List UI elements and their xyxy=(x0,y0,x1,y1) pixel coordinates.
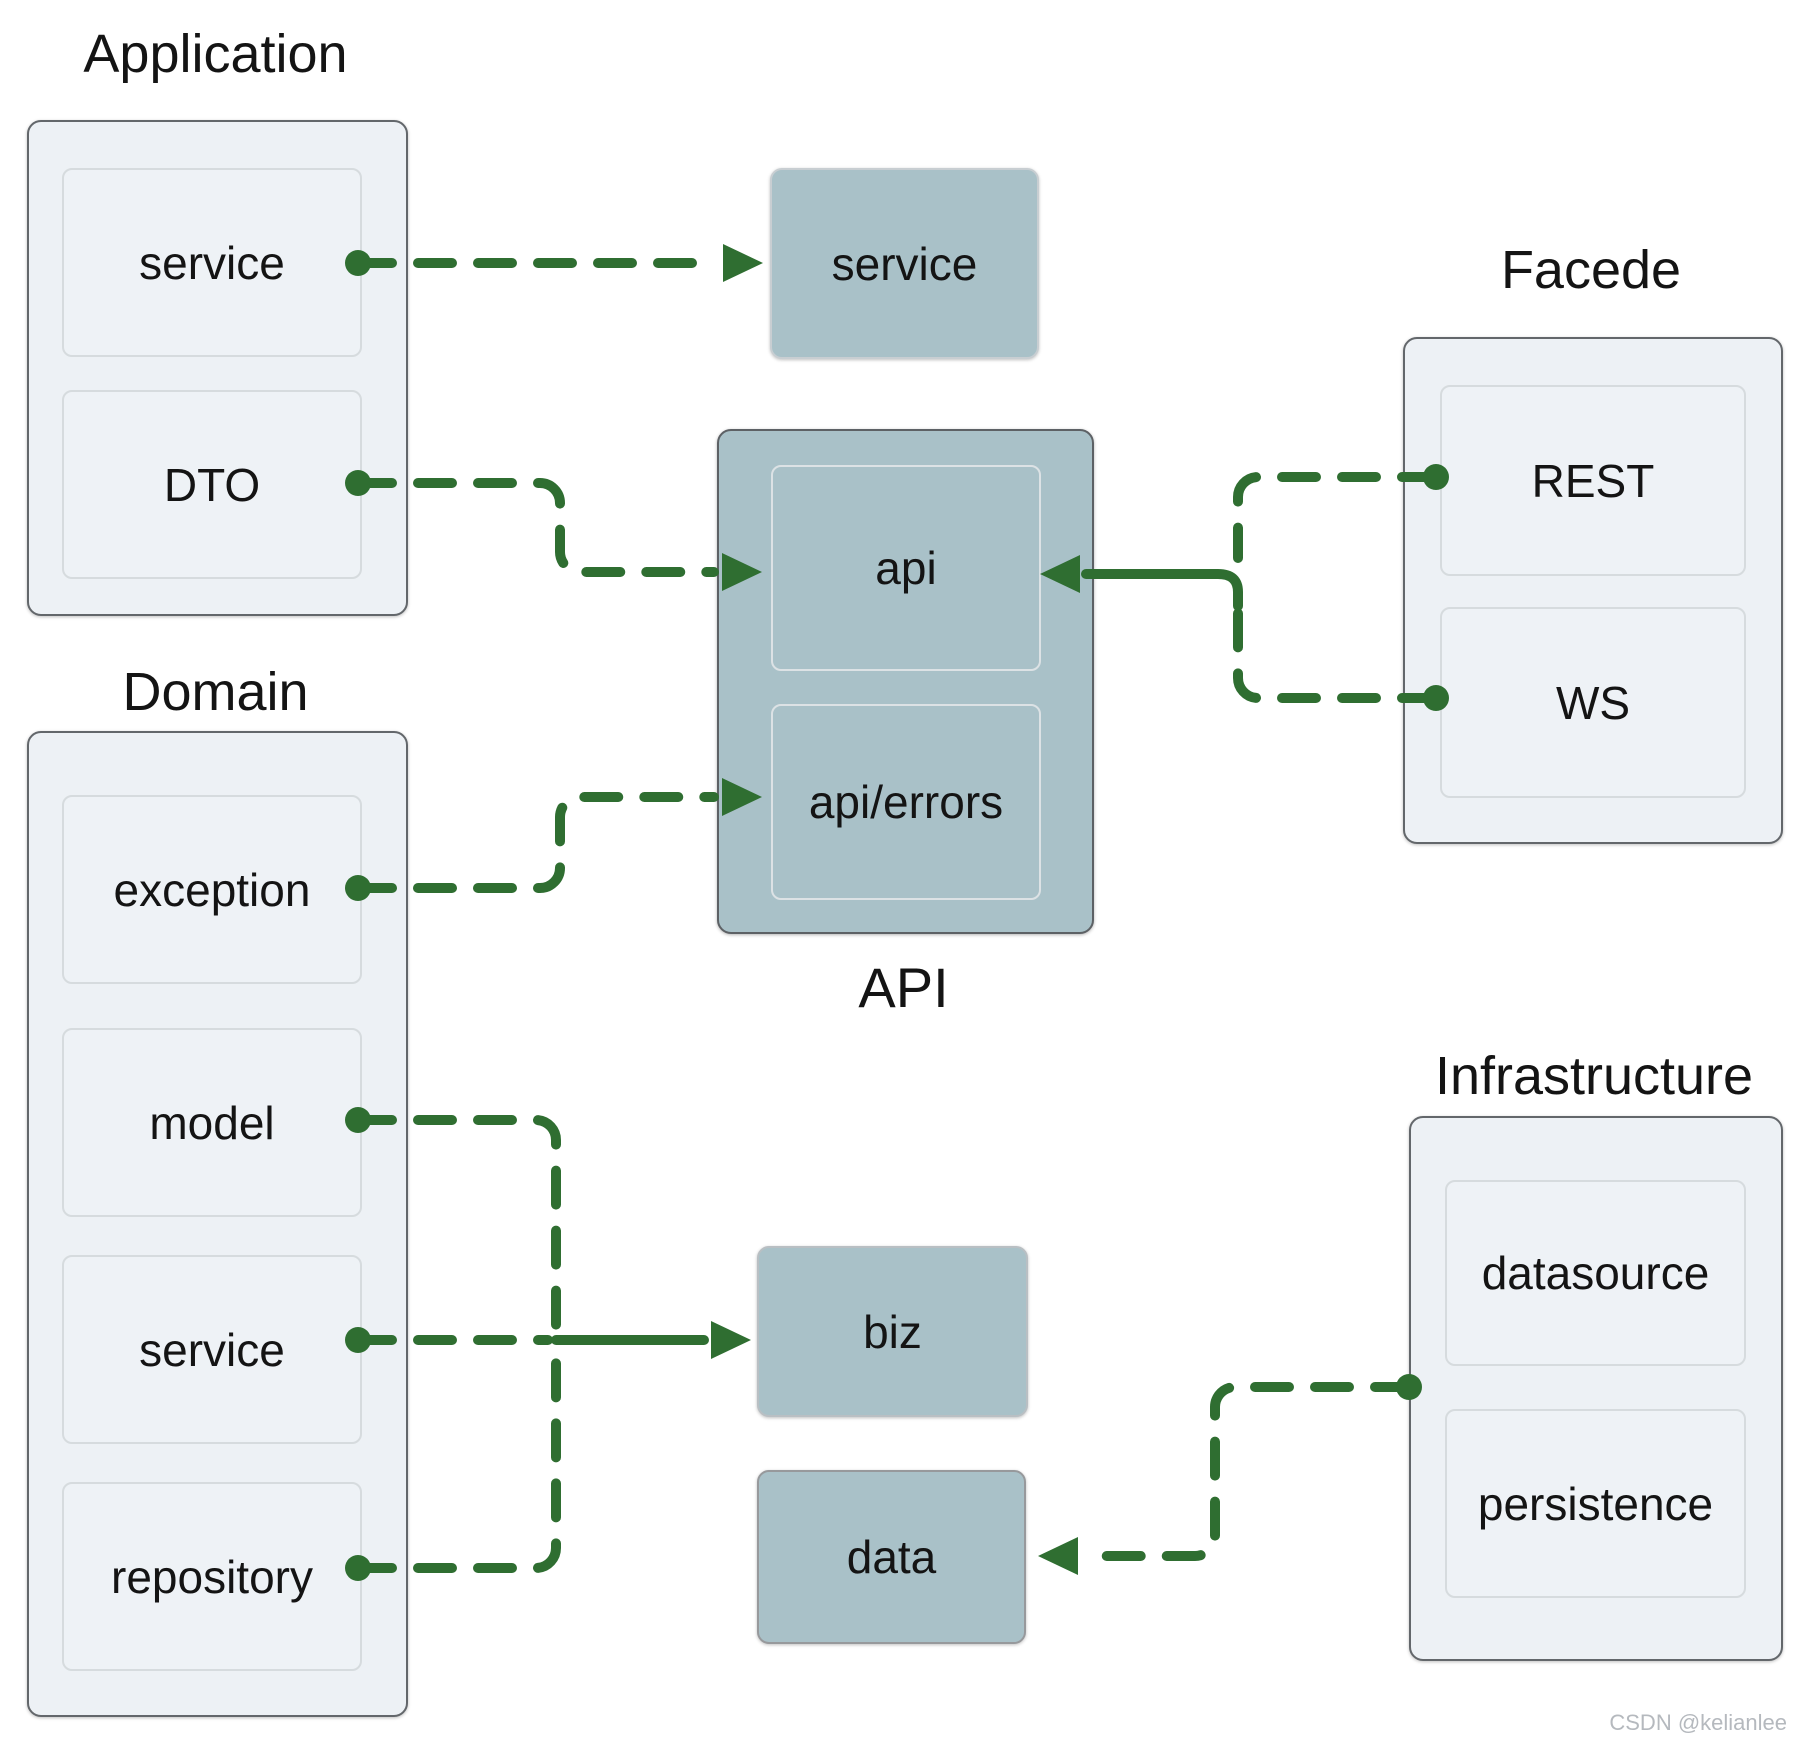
box-application-service: service xyxy=(62,168,362,357)
edge-exception-to-api-errors xyxy=(353,792,719,893)
group-label-api: API xyxy=(858,956,949,1019)
edge-dto-to-api xyxy=(353,478,719,577)
watermark: CSDN @kelianlee xyxy=(1609,1710,1787,1735)
box-api-api: api xyxy=(771,465,1041,671)
box-infrastructure-datasource-label: datasource xyxy=(1481,1247,1710,1299)
box-domain-model: model xyxy=(62,1028,362,1217)
node-data-label: data xyxy=(846,1531,937,1583)
edge-api-junction-to-api xyxy=(1081,569,1243,611)
box-application-dto-label: DTO xyxy=(163,458,261,511)
node-biz-label: biz xyxy=(863,1305,922,1358)
node-data: data xyxy=(757,1470,1026,1644)
box-facade-rest: REST xyxy=(1440,385,1746,576)
box-infrastructure-datasource: datasource xyxy=(1445,1180,1746,1366)
box-domain-exception: exception xyxy=(62,795,362,984)
node-biz: biz xyxy=(757,1246,1028,1417)
box-application-dto: DTO xyxy=(62,390,362,579)
box-facade-ws-label: WS xyxy=(1555,676,1631,729)
box-facade-rest-label: REST xyxy=(1531,454,1655,507)
node-service-mid: service xyxy=(770,168,1039,359)
group-label-domain: Domain xyxy=(122,662,309,722)
edge-infrastructure-to-data xyxy=(1079,1382,1414,1561)
group-label-application: Application xyxy=(83,24,348,84)
box-infrastructure-persistence: persistence xyxy=(1445,1409,1746,1598)
box-api-errors: api/errors xyxy=(771,704,1041,900)
arrowhead-app-service-to-service xyxy=(723,244,763,282)
box-domain-repository: repository xyxy=(62,1482,362,1671)
box-domain-service: service xyxy=(62,1255,362,1444)
box-facade-ws: WS xyxy=(1440,607,1746,798)
box-domain-exception-label: exception xyxy=(113,863,311,916)
arrowhead-junction-to-biz xyxy=(711,1321,751,1359)
box-domain-service-label: service xyxy=(139,1323,285,1376)
group-label-infrastructure: Infrastructure xyxy=(1434,1046,1754,1106)
box-application-service-label: service xyxy=(139,236,285,289)
box-domain-repository-label: repository xyxy=(111,1550,313,1603)
arrowhead-infrastructure-to-data xyxy=(1038,1537,1078,1575)
box-api-api-label: api xyxy=(875,542,937,594)
box-domain-model-label: model xyxy=(149,1096,275,1149)
box-infrastructure-persistence-label: persistence xyxy=(1477,1477,1714,1530)
node-service-mid-label: service xyxy=(831,237,978,290)
box-api-errors-label: api/errors xyxy=(808,776,1004,828)
group-label-facade: Facede xyxy=(1500,240,1682,300)
